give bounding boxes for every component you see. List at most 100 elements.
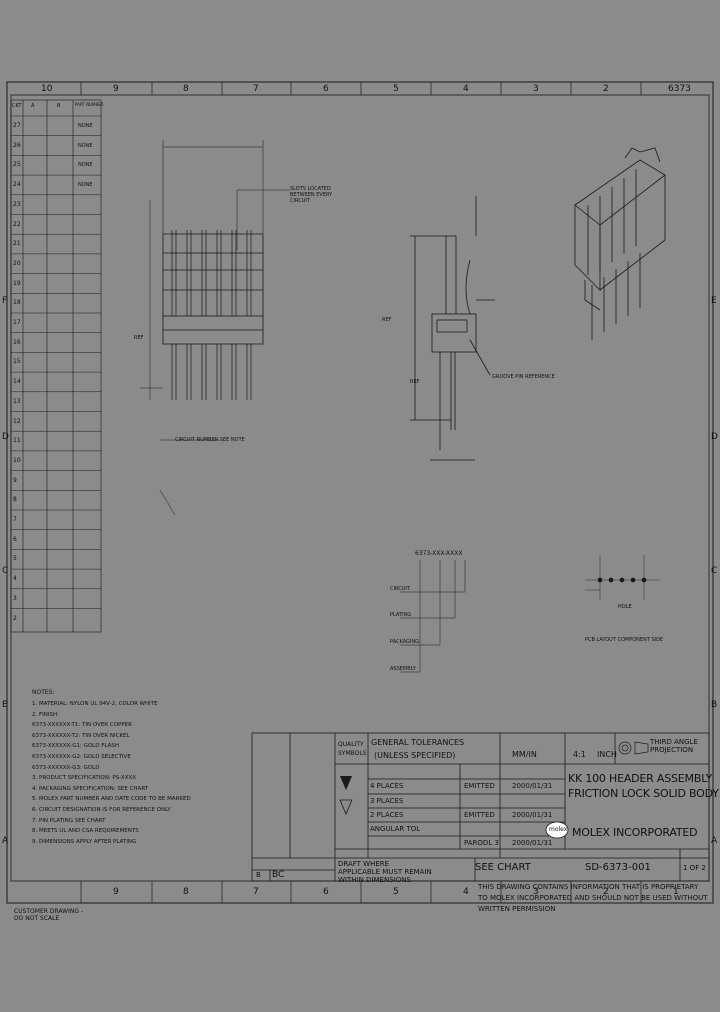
- note-line: 9. DIMENSIONS APPLY AFTER PLATING: [32, 838, 137, 845]
- table-cell-ckt: 8: [13, 496, 17, 504]
- pn-legend-lines: [400, 560, 466, 673]
- note-line: 6373-XXXXXX-T1: TIN OVER COPPER: [32, 722, 132, 729]
- note-line: 5. MOLEX PART NUMBER AND DATE CODE TO BE…: [32, 796, 191, 803]
- proprietary-notice: THIS DRAWING CONTAINS INFORMATION THAT I…: [478, 883, 708, 913]
- dimension-style: MM/IN: [512, 750, 537, 759]
- table-cell-ckt: 14: [13, 378, 21, 386]
- unless-specified: (UNLESS SPECIFIED): [374, 751, 456, 760]
- tol-row-2: 2 PLACES: [370, 811, 404, 819]
- outer-border: [6, 81, 714, 904]
- bottom-label-7: 7: [253, 887, 259, 897]
- column-label-10: 10: [41, 84, 53, 94]
- note-line: 6373-XXXXXX-G2: GOLD SELECTIVE: [32, 754, 131, 760]
- pn-label-plating: PLATING: [390, 612, 412, 618]
- table-header-a: A: [31, 103, 35, 109]
- table-cell-ckt: 15: [13, 358, 21, 366]
- date-3: 2000/01/31: [512, 839, 553, 847]
- third-angle-icon: [618, 741, 649, 755]
- top-ruler: [80, 82, 642, 903]
- row-label-c-right: B: [711, 700, 718, 710]
- note-line: 2. FINISH:: [32, 711, 59, 718]
- tol-row-angular: ANGULAR TOL: [370, 825, 421, 833]
- note-line: 6373-XXXXXX-G3: GOLD: [32, 764, 100, 771]
- note-line: 7. PIN PLATING SEE CHART: [32, 817, 106, 824]
- rev-letter: B: [256, 871, 261, 879]
- document-number: SD-6373-001: [585, 862, 651, 873]
- row-label-d-right: C: [711, 566, 718, 576]
- row-label-e-left: D: [2, 432, 9, 442]
- title-line-1: KK 100 HEADER ASSEMBLY: [568, 772, 713, 785]
- design-units: INCH: [597, 750, 617, 759]
- corner-number: 6373: [668, 84, 691, 94]
- pcb-caption: PCB LAYOUT COMPONENT SIDE: [585, 637, 664, 643]
- row-label-a-left: A: [2, 836, 9, 846]
- table-cell-ckt: 27: [13, 122, 21, 129]
- table-cell-ckt: 5: [13, 555, 17, 563]
- row-label-f-left: F: [2, 296, 8, 306]
- quality-symbols-label: QUALITY SYMBOLS: [338, 741, 367, 757]
- table-cell-ckt: 16: [13, 338, 21, 346]
- revision-code: BC: [272, 870, 285, 880]
- table-cell-ckt: 24: [13, 181, 21, 189]
- column-label-9: 9: [113, 84, 119, 94]
- note-line: 3. PRODUCT SPECIFICATION: PS-XXXX: [32, 775, 136, 782]
- dimension-lines: [140, 140, 290, 516]
- molex-logo-text: molex: [549, 826, 568, 833]
- bottom-label-8: 8: [183, 887, 189, 897]
- table-cell-ckt: 2: [13, 614, 17, 622]
- scale-value: 4:1: [573, 750, 586, 759]
- bottom-label-6: 6: [323, 887, 329, 897]
- note-line: 6. CIRCUIT DESIGNATION IS FOR REFERENCE …: [32, 807, 171, 813]
- bottom-left-note: CUSTOMER DRAWING - DO NOT SCALE: [14, 908, 84, 922]
- side-view: [410, 196, 495, 461]
- front-view: [162, 233, 264, 345]
- checked-by: EMITTED: [464, 811, 495, 819]
- bottom-label-9: 9: [113, 887, 119, 897]
- pcb-holes: [585, 555, 660, 600]
- title-block-grid: [251, 732, 710, 882]
- inner-border: [10, 94, 710, 882]
- table-cell-ckt: 19: [13, 279, 21, 287]
- table-cell-ckt: 6: [13, 535, 17, 543]
- table-cell-ckt: 20: [13, 259, 21, 267]
- table-cell-ckt: 21: [13, 240, 21, 248]
- title-line-2: FRICTION LOCK SOLID BODY: [568, 787, 719, 800]
- column-label-8: 8: [183, 84, 189, 94]
- row-label-a-right: A: [711, 836, 718, 846]
- column-label-3: 3: [533, 84, 539, 94]
- table-cell-ckt: 18: [13, 299, 21, 307]
- pn-label-circuit: CIRCUIT: [390, 586, 410, 592]
- pn-label-packaging: PACKAGING: [390, 639, 420, 645]
- row-label-f-right: E: [711, 296, 717, 306]
- table-cell-ckt: 17: [13, 319, 21, 326]
- date-2: 2000/01/31: [512, 811, 553, 819]
- note-line: 4. PACKAGING SPECIFICATION: SEE CHART: [32, 785, 149, 792]
- column-label-7: 7: [253, 84, 259, 94]
- general-tolerances: GENERAL TOLERANCES: [371, 738, 465, 747]
- pn-pattern: 6373-XXX-XXXX: [415, 550, 463, 557]
- drafted-by: EMITTED: [464, 782, 495, 790]
- approved-by: PARODL 3: [464, 839, 499, 847]
- front-view-pins: [171, 230, 252, 400]
- table-cell-part: NONE: [78, 162, 93, 169]
- table-cell-ckt: 23: [13, 200, 21, 208]
- table-cell-ckt: 13: [13, 397, 21, 405]
- table-cell-ckt: 11: [13, 437, 21, 445]
- note-line: 6373-XXXXXX-G1: GOLD FLASH: [32, 743, 119, 750]
- bottom-label-2: 2: [603, 887, 609, 897]
- table-cell-ckt: 4: [13, 575, 17, 583]
- company-name: MOLEX INCORPORATED: [572, 826, 698, 839]
- note-line: 6373-XXXXXX-T2: TIN OVER NICKEL: [32, 732, 130, 739]
- quality-symbol-triangle-outline: [339, 799, 353, 816]
- bottom-label-3: 3: [533, 887, 539, 897]
- groove-callout: GROOVE PIN REFERENCE: [492, 374, 555, 380]
- column-label-5: 5: [393, 84, 399, 94]
- sheet-number: 1 OF 2: [683, 864, 706, 872]
- ref-label-3: REF: [134, 335, 144, 341]
- column-label-4: 4: [463, 84, 469, 94]
- slots-callout: SLOTS LOCATED BETWEEN EVERY CIRCUIT: [290, 186, 333, 204]
- table-cell-ckt: 22: [13, 220, 21, 228]
- circuit-table-grid: [10, 99, 102, 633]
- table-cell-ckt: 26: [13, 141, 21, 149]
